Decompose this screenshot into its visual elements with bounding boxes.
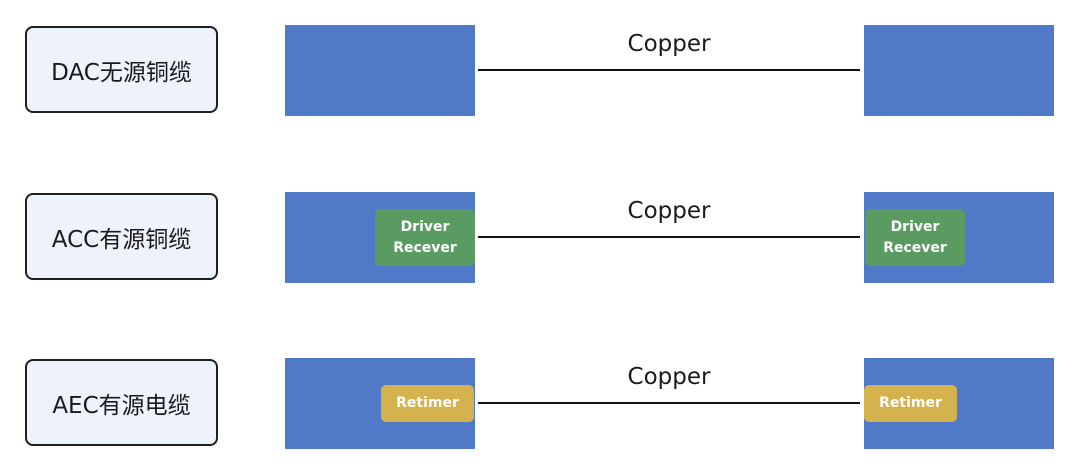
acc-cable-label: Copper <box>627 198 711 224</box>
dac-cable-label: Copper <box>627 31 711 57</box>
aec-cable-line <box>478 402 860 404</box>
aec-right-retimer-chip: Retimer <box>864 385 957 422</box>
aec-cable-label: Copper <box>627 364 711 390</box>
acc-right-chip-label: Driver Recever <box>883 218 947 256</box>
aec-right-chip-label: Retimer <box>879 395 942 411</box>
aec-left-chip-label: Retimer <box>396 395 459 411</box>
acc-cable-line <box>478 236 860 238</box>
dac-cable-line <box>478 69 860 71</box>
acc-right-driver-chip: Driver Recever <box>865 209 965 266</box>
aec-left-retimer-chip: Retimer <box>381 385 474 422</box>
acc-left-chip-label: Driver Recever <box>393 218 457 256</box>
dac-left-connector <box>285 25 475 116</box>
acc-label: ACC有源铜缆 <box>25 193 218 280</box>
aec-label: AEC有源电缆 <box>25 359 218 446</box>
acc-left-driver-chip: Driver Recever <box>375 209 475 266</box>
acc-row: ACC有源铜缆 Driver Recever Copper Driver Rec… <box>0 192 1080 284</box>
aec-row: AEC有源电缆 Retimer Copper Retimer <box>0 358 1080 450</box>
dac-right-connector <box>864 25 1054 116</box>
dac-row: DAC无源铜缆 Copper <box>0 25 1080 117</box>
dac-label: DAC无源铜缆 <box>25 26 218 113</box>
